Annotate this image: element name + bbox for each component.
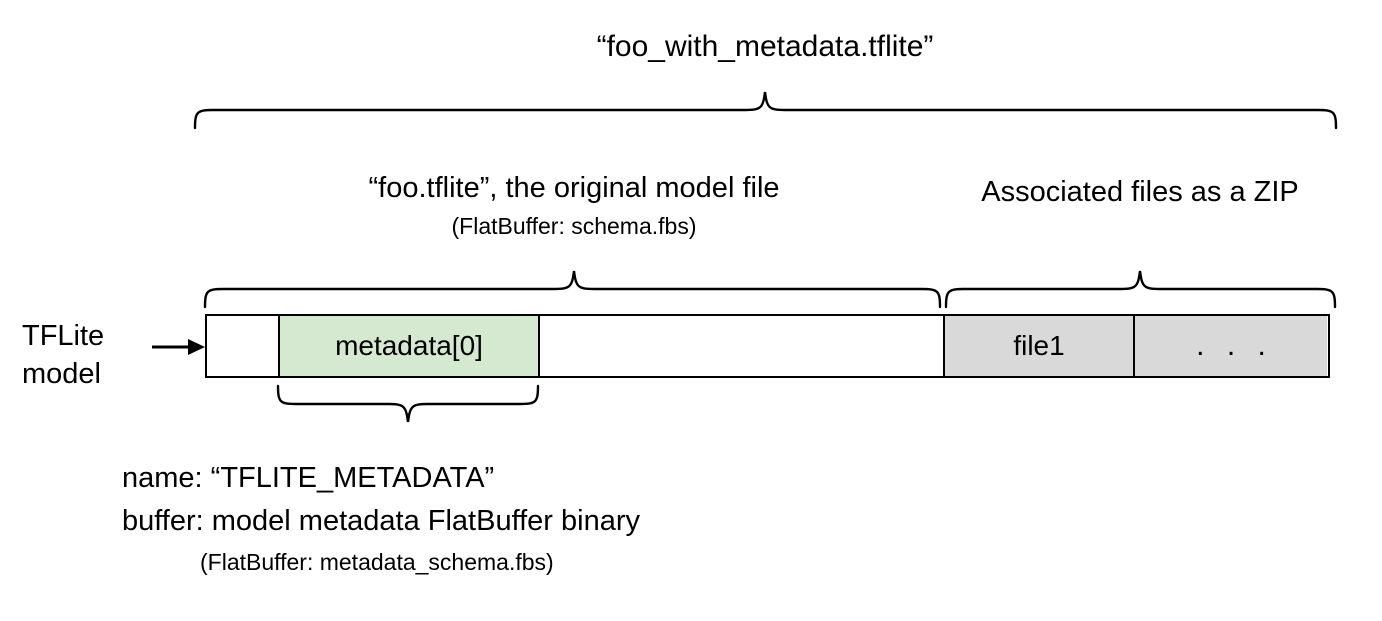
bar-cell-file1[interactable]: file1: [945, 316, 1135, 376]
source-label-line1: TFLite: [22, 320, 105, 352]
brace-metadata: [276, 384, 540, 423]
metadata-annotation-schema: (FlatBuffer: metadata_schema.fbs): [200, 549, 554, 575]
metadata-annotation-buffer: buffer: model metadata FlatBuffer binary: [122, 505, 640, 537]
brace-zip-files: [944, 270, 1337, 309]
zip-files-label: Associated files as a ZIP: [981, 176, 1299, 208]
model-file-sublabel: (FlatBuffer: schema.fbs): [451, 213, 697, 239]
bar-cell-more-files[interactable]: . . .: [1135, 316, 1327, 376]
metadata-annotation-name: name: “TFLITE_METADATA”: [122, 462, 495, 494]
model-layout-bar: metadata[0] file1 . . .: [205, 314, 1330, 378]
bar-cell-metadata[interactable]: metadata[0]: [280, 316, 540, 376]
source-label: TFLite model: [22, 317, 104, 394]
diagram-title: “foo_with_metadata.tflite”: [596, 30, 934, 63]
bar-cell-head[interactable]: [207, 316, 280, 376]
brace-model-file: [203, 270, 942, 309]
source-label-line2: model: [22, 358, 101, 391]
arrow-right-icon: [152, 339, 205, 355]
bar-cell-model-body[interactable]: [540, 316, 945, 376]
brace-whole-file: [193, 91, 1338, 130]
model-file-label: “foo.tflite”, the original model file: [368, 172, 780, 204]
